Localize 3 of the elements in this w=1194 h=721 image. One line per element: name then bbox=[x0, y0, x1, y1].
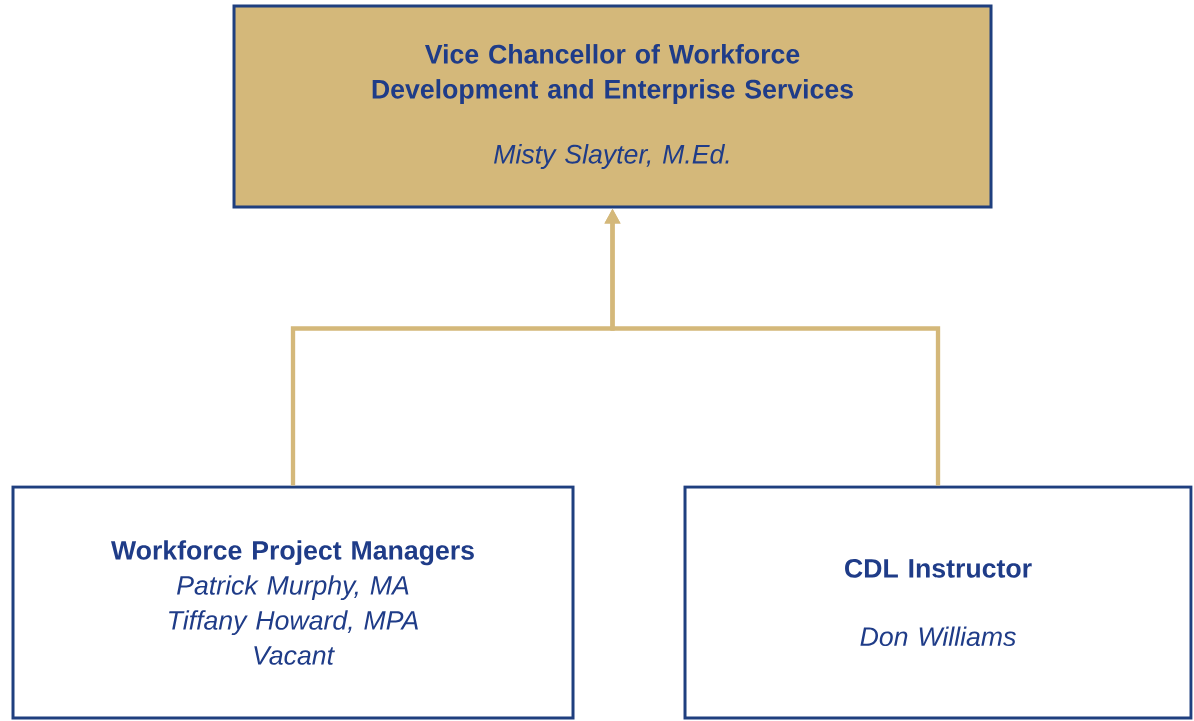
role-box: CDL Instructor Don Williams bbox=[683, 485, 1193, 720]
title-box: Vice Chancellor of Workforce Development and Enterprise Services Misty Slayter, M.Ed. bbox=[232, 4, 993, 209]
role-box: Workforce Project Managers Patrick Murphy, MA Tiffany Howard, MPA Vacant bbox=[11, 485, 575, 720]
